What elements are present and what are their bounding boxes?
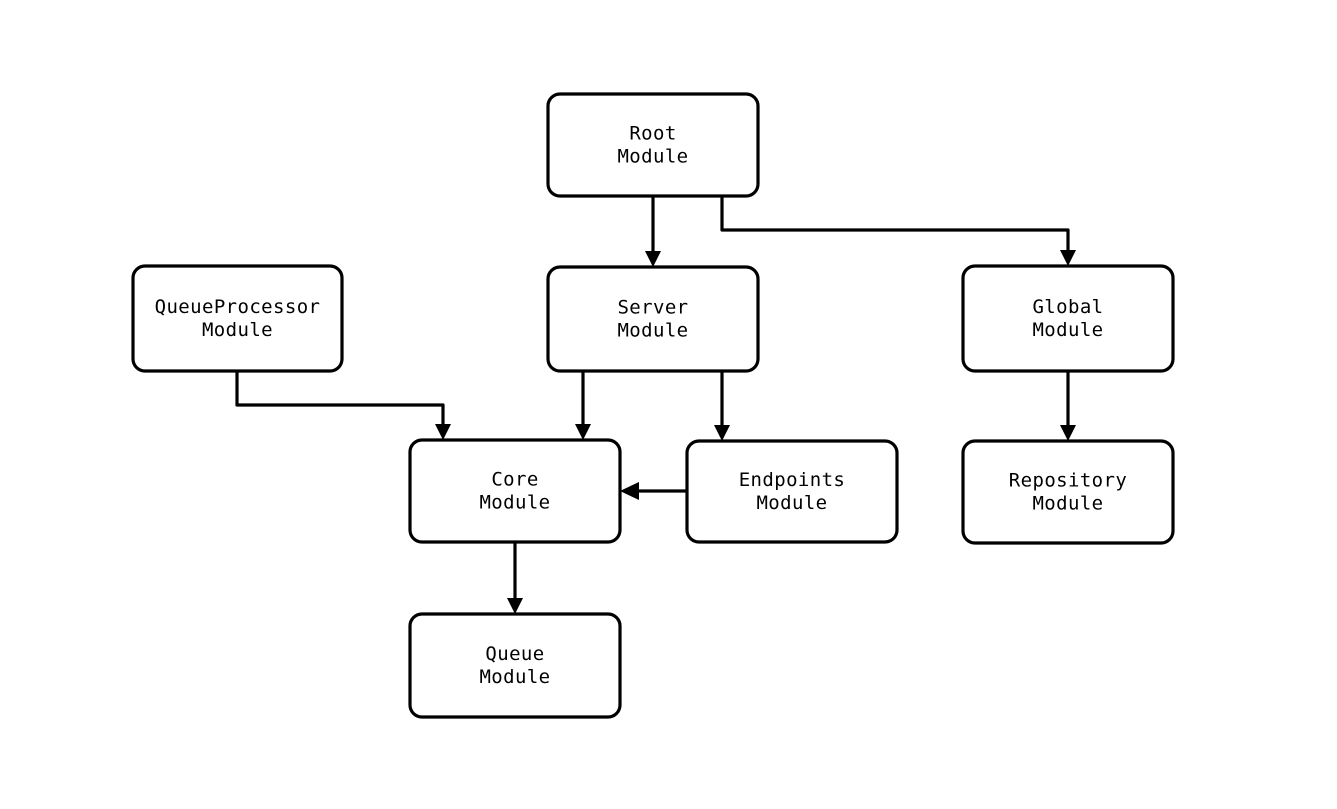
edge-core-to-queue: [507, 542, 523, 614]
endpoints-module-node-label-line2: Module: [756, 492, 827, 514]
edge-core-to-queue-arrowhead-icon: [507, 598, 523, 614]
server-module-node-box[interactable]: [546, 265, 760, 373]
edge-root-to-global-line: [720, 196, 1070, 257]
edge-server-to-endpoints: [714, 371, 730, 441]
edge-server-to-core-arrowhead-icon: [575, 424, 591, 440]
root-module-node-box[interactable]: [546, 92, 760, 198]
core-module-node-label-line2: Module: [479, 492, 550, 514]
queue-module-node-box[interactable]: [408, 612, 622, 719]
edge-server-to-core: [575, 371, 591, 440]
queueprocessor-module-node-label-line2: Module: [202, 319, 273, 341]
queueprocessor-module-node-box[interactable]: [131, 264, 344, 373]
server-module-node-label-line1: Server: [617, 297, 688, 319]
edges-layer: [235, 196, 1076, 614]
nodes-layer: RootModuleQueueProcessorModuleServerModu…: [131, 92, 1175, 719]
core-module-node-box[interactable]: [408, 438, 622, 544]
edge-root-to-global: [720, 196, 1076, 266]
repository-module-node-label-line1: Repository: [1009, 470, 1127, 492]
root-module-node-label-line1: Root: [629, 123, 676, 145]
core-module-node-label-line1: Core: [491, 469, 538, 491]
edge-queueprocessor-to-core-line: [235, 371, 445, 431]
edge-queueprocessor-to-core: [235, 371, 451, 440]
edge-global-to-repository: [1060, 371, 1076, 441]
queue-module-node-label-line2: Module: [479, 666, 550, 688]
endpoints-module-node-label-line1: Endpoints: [739, 469, 846, 491]
edge-queueprocessor-to-core-arrowhead-icon: [435, 424, 451, 440]
edge-root-to-server-arrowhead-icon: [645, 251, 661, 267]
global-module-node-box[interactable]: [961, 264, 1175, 373]
global-module-node-label-line2: Module: [1032, 319, 1103, 341]
edge-server-to-endpoints-arrowhead-icon: [714, 425, 730, 441]
root-module-node-label-line2: Module: [617, 146, 688, 168]
edge-endpoints-to-core-arrowhead-icon: [620, 482, 639, 500]
endpoints-module-node-box[interactable]: [685, 439, 899, 544]
queueprocessor-module-node-label-line1: QueueProcessor: [155, 296, 321, 318]
repository-module-node-label-line2: Module: [1032, 493, 1103, 515]
server-module-node-label-line2: Module: [617, 320, 688, 342]
edge-root-to-global-arrowhead-icon: [1060, 250, 1076, 266]
edge-root-to-server: [645, 196, 661, 267]
repository-module-node-box[interactable]: [961, 439, 1175, 545]
edge-global-to-repository-arrowhead-icon: [1060, 425, 1076, 441]
edge-endpoints-to-core: [620, 482, 687, 500]
queue-module-node-label-line1: Queue: [485, 643, 544, 665]
global-module-node-label-line1: Global: [1032, 296, 1103, 318]
